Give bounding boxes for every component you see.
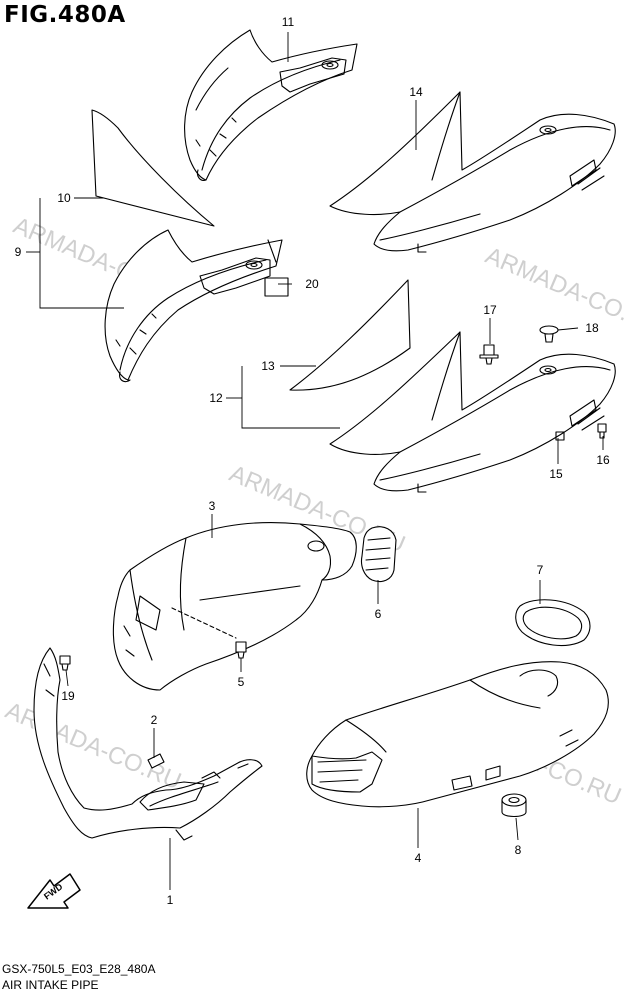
- leader-line-19: [65, 669, 69, 687]
- callout-10[interactable]: 10: [57, 191, 71, 205]
- callout-15[interactable]: 15: [549, 467, 563, 481]
- callout-4[interactable]: 4: [415, 851, 422, 865]
- callout-2[interactable]: 2: [151, 713, 158, 727]
- callout-20[interactable]: 20: [305, 277, 319, 291]
- callout-6[interactable]: 6: [375, 607, 382, 621]
- callout-9[interactable]: 9: [15, 245, 22, 259]
- fwd-arrow-icon: [27, 873, 81, 909]
- callout-7[interactable]: 7: [537, 563, 544, 577]
- callout-8[interactable]: 8: [515, 843, 522, 857]
- part-10-inner-panel[interactable]: [91, 109, 215, 227]
- part-2-nut[interactable]: [147, 753, 165, 769]
- part-19-screw[interactable]: [59, 655, 71, 671]
- callout-16[interactable]: 16: [596, 453, 610, 467]
- part-9-inner-cowl-assembly[interactable]: [104, 229, 289, 383]
- part-11-inner-cowl-upper[interactable]: [184, 29, 358, 181]
- part-8-grommet[interactable]: [501, 793, 527, 818]
- part-3-air-intake-duct[interactable]: [112, 522, 357, 691]
- callout-5[interactable]: 5: [238, 675, 245, 689]
- part-17-screw[interactable]: [479, 344, 499, 365]
- callout-1[interactable]: 1: [167, 893, 174, 907]
- leader-line-8: [515, 817, 519, 841]
- callout-11[interactable]: 11: [282, 15, 295, 29]
- part-1-lower-intake-cover[interactable]: [33, 647, 263, 841]
- callout-17[interactable]: 17: [483, 303, 497, 317]
- bracket-9: [39, 198, 124, 309]
- part-5-screw[interactable]: [235, 641, 247, 659]
- part-16-bolt[interactable]: [597, 423, 607, 439]
- callout-19[interactable]: 19: [61, 689, 75, 703]
- part-6-intake-grille[interactable]: [360, 526, 397, 583]
- part-7-seal-ring[interactable]: [515, 599, 591, 647]
- figure-title: FIG.480A: [4, 2, 126, 28]
- callout-14[interactable]: 14: [409, 85, 423, 99]
- callout-18[interactable]: 18: [585, 321, 599, 335]
- part-12-side-cowl-assembly[interactable]: [289, 279, 616, 493]
- footer-name: AIR INTAKE PIPE: [2, 978, 99, 992]
- leader-line-18: [557, 327, 579, 331]
- part-18-clip[interactable]: [539, 325, 559, 343]
- callout-3[interactable]: 3: [209, 499, 216, 513]
- part-14-side-cowl-upper[interactable]: [329, 91, 616, 253]
- callout-13[interactable]: 13: [261, 359, 275, 373]
- part-4-air-intake-pipe[interactable]: [306, 661, 609, 808]
- footer-code: GSX-750L5_E03_E28_480A: [2, 962, 156, 976]
- bracket-12: [241, 366, 340, 429]
- callout-12[interactable]: 12: [209, 391, 223, 405]
